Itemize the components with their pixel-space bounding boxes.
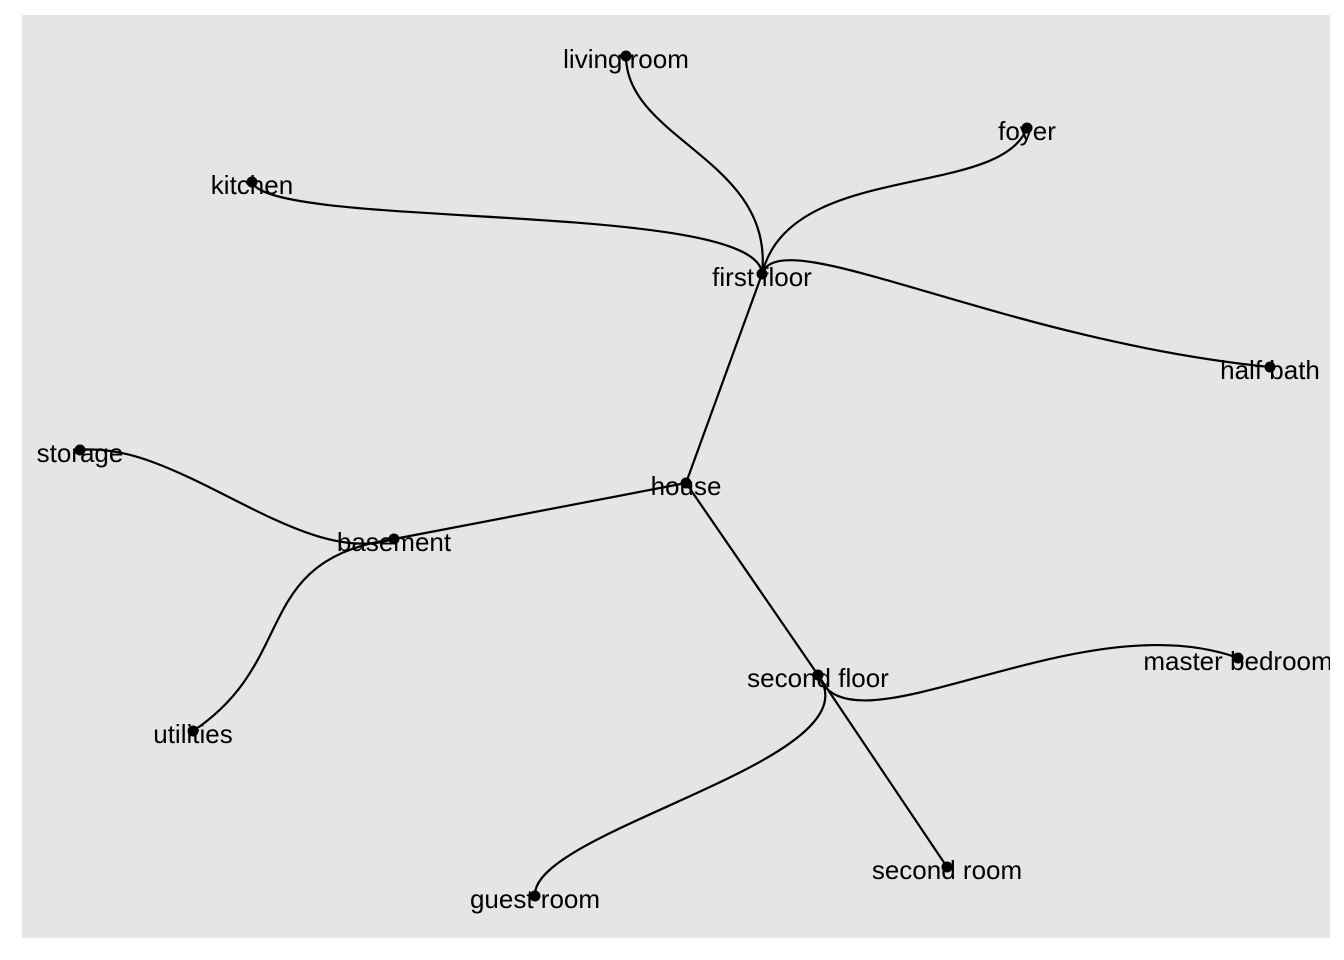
node-label-foyer: foyer <box>998 116 1056 146</box>
edge-second-floor-to-master-bedroom <box>816 643 1239 702</box>
node-house <box>680 477 692 489</box>
edge-house-to-second-floor <box>685 482 819 676</box>
edge-first-floor-to-foyer <box>760 127 1029 275</box>
edge-second-floor-to-guest-room <box>533 674 827 897</box>
node-label-half-bath: half bath <box>1220 355 1320 385</box>
node-half-bath <box>1264 361 1276 373</box>
edge-first-floor-to-living-room <box>624 55 764 275</box>
edge-first-floor-to-kitchen <box>250 181 764 275</box>
node-label-kitchen: kitchen <box>211 170 293 200</box>
edge-basement-to-storage <box>79 448 395 545</box>
node-label-storage: storage <box>37 438 124 468</box>
plot-panel <box>22 15 1330 938</box>
node-label-master-bedroom: master bedroom <box>1143 646 1332 676</box>
node-foyer <box>1021 122 1033 134</box>
node-living-room <box>620 50 632 62</box>
edge-house-to-basement <box>393 481 687 541</box>
node-label-first-floor: first floor <box>712 262 812 292</box>
edge-basement-to-utilities <box>192 537 395 732</box>
node-storage <box>74 444 86 456</box>
node-label-second-floor: second floor <box>747 663 889 693</box>
node-second-floor <box>812 669 824 681</box>
labels-group: house first floor basement second floor livi… <box>37 44 1332 914</box>
node-first-floor <box>756 268 768 280</box>
edge-house-to-first-floor <box>684 273 764 484</box>
node-label-basement: basement <box>337 527 452 557</box>
node-label-guest-room: guest room <box>470 884 600 914</box>
node-second-room <box>941 861 953 873</box>
nodes-group <box>74 50 1276 902</box>
node-label-second-room: second room <box>872 855 1022 885</box>
edge-first-floor-to-half-bath <box>760 259 1271 369</box>
node-label-utilities: utilities <box>153 719 232 749</box>
edges-group <box>79 55 1271 897</box>
node-label-house: house <box>651 471 722 501</box>
node-utilities <box>187 725 199 737</box>
edge-second-floor-to-second-room <box>817 674 948 868</box>
node-kitchen <box>246 176 258 188</box>
node-guest-room <box>529 890 541 902</box>
node-label-living-room: living room <box>563 44 689 74</box>
node-master-bedroom <box>1232 652 1244 664</box>
node-basement <box>388 533 400 545</box>
